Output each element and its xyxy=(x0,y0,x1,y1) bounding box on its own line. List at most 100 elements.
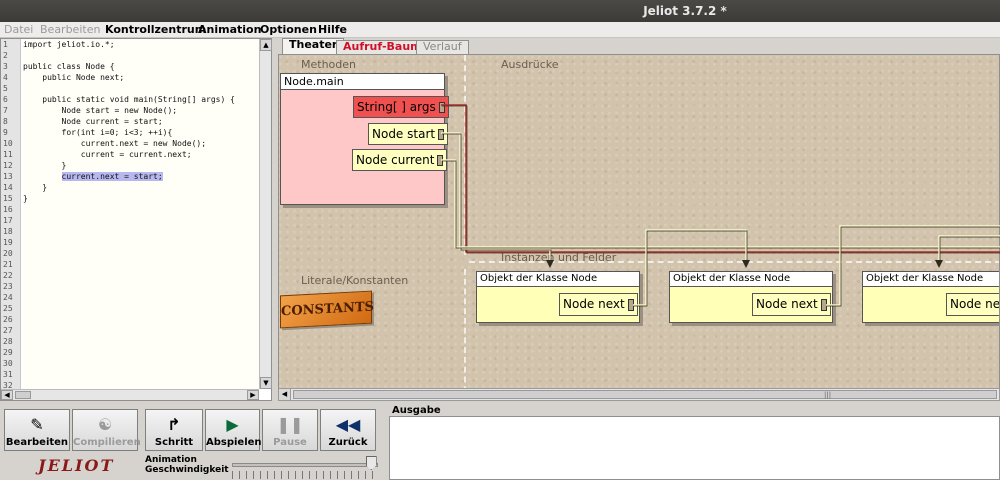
edit-icon: ✎ xyxy=(30,415,44,434)
menu-bearbeiten[interactable]: Bearbeiten xyxy=(40,23,101,36)
node-object-2: Objekt der Klasse Node Node next xyxy=(669,271,833,323)
line-number: 8 xyxy=(3,117,8,126)
tab-theater[interactable]: Theater xyxy=(282,38,345,54)
line-number: 24 xyxy=(3,293,13,302)
scroll-up-icon[interactable]: ▲ xyxy=(260,39,272,51)
speed-slider-knob[interactable] xyxy=(365,456,377,470)
tab-verlauf[interactable]: Verlauf xyxy=(416,40,469,54)
constants-box: CONSTANTS xyxy=(280,290,374,329)
code-line: for(int i=0; i<3; ++i){ xyxy=(23,128,173,137)
code-area[interactable]: import jeliot.io.*;public class Node { p… xyxy=(23,39,259,389)
step-button[interactable]: ↱ Schritt xyxy=(145,409,203,451)
line-number: 21 xyxy=(3,260,13,269)
line-number: 7 xyxy=(3,106,8,115)
speed-label: Animation Geschwindigkeit xyxy=(145,455,229,475)
speed-slider-track[interactable] xyxy=(232,463,378,467)
line-number: 11 xyxy=(3,150,13,159)
line-number: 14 xyxy=(3,183,13,192)
view-tabs: Theater Aufruf-Baum Verlauf xyxy=(278,38,1000,54)
variable-current: Node current xyxy=(352,149,448,171)
node-object-1: Objekt der Klasse Node Node next xyxy=(476,271,640,323)
control-panel: ✎ Bearbeiten ☯ Compilieren ↱ Schritt ▶ A… xyxy=(0,407,386,480)
reference-slot xyxy=(437,155,444,166)
line-number: 12 xyxy=(3,161,13,170)
section-literals: Literale/Konstanten xyxy=(301,274,409,287)
play-button[interactable]: ▶ Abspielen xyxy=(205,409,262,451)
line-number: 28 xyxy=(3,337,13,346)
line-number: 4 xyxy=(3,73,8,82)
object-field-next: Node next xyxy=(946,293,999,316)
code-line: public Node next; xyxy=(23,73,125,82)
line-number: 16 xyxy=(3,205,13,214)
theater-canvas: Methoden Ausdrücke Instanzen und Felder … xyxy=(278,54,1000,401)
line-number: 9 xyxy=(3,128,8,137)
code-line: } xyxy=(23,194,28,203)
theater-horizontal-scrollbar[interactable]: ◀ ||| xyxy=(278,388,1000,401)
object-title: Objekt der Klasse Node xyxy=(477,272,639,287)
divider-instances xyxy=(469,261,999,263)
variable-start: Node start xyxy=(368,123,449,145)
line-number: 23 xyxy=(3,282,13,291)
code-line: Node current = start; xyxy=(23,117,163,126)
line-number: 3 xyxy=(3,62,8,71)
line-number: 15 xyxy=(3,194,13,203)
code-line xyxy=(23,83,259,94)
output-area[interactable] xyxy=(389,416,1000,480)
reference-slot xyxy=(820,299,827,311)
menu-datei[interactable]: Datei xyxy=(4,23,34,36)
rewind-icon: ◀◀ xyxy=(335,415,361,434)
editor-splitter[interactable] xyxy=(272,38,278,401)
menu-optionen[interactable]: Optionen xyxy=(260,23,317,36)
variable-args: String[ ] args xyxy=(353,96,449,118)
line-number: 1 xyxy=(3,40,8,49)
object-field-next: Node next xyxy=(752,293,831,316)
code-line: public static void main(String[] args) { xyxy=(23,95,235,104)
tab-aufruf-baum[interactable]: Aufruf-Baum xyxy=(336,40,429,54)
menu-bar: Datei Bearbeiten Kontrollzentrum Animati… xyxy=(0,22,1000,38)
code-line: Node start = new Node(); xyxy=(23,106,178,115)
rewind-button[interactable]: ◀◀ Zurück xyxy=(320,409,376,451)
theater-hscroll-thumb[interactable] xyxy=(293,390,997,399)
line-number: 18 xyxy=(3,227,13,236)
current-line-highlight: current.next = start; xyxy=(61,172,163,181)
scroll-left-icon[interactable]: ◀ xyxy=(1,390,13,400)
scroll-down-icon[interactable]: ▼ xyxy=(260,377,272,389)
menu-kontrollzentrum[interactable]: Kontrollzentrum xyxy=(105,23,207,36)
compile-button[interactable]: ☯ Compilieren xyxy=(72,409,141,451)
editor-horizontal-scrollbar[interactable]: ◀ ▶ xyxy=(1,389,259,400)
line-number: 13 xyxy=(3,172,13,181)
title-bar: Jeliot 3.7.2 * xyxy=(0,0,1000,22)
line-number: 6 xyxy=(3,95,8,104)
reference-slot xyxy=(627,299,634,311)
menu-animation[interactable]: Animation xyxy=(198,23,262,36)
method-frame-title: Node.main xyxy=(281,74,444,90)
section-expressions: Ausdrücke xyxy=(501,58,559,71)
scroll-left-icon[interactable]: ◀ xyxy=(279,389,291,400)
code-line xyxy=(23,50,259,61)
compile-icon: ☯ xyxy=(97,415,113,434)
line-number: 17 xyxy=(3,216,13,225)
scroll-right-icon[interactable]: ▶ xyxy=(247,390,259,400)
divider-literals xyxy=(464,269,466,400)
line-number: 31 xyxy=(3,370,13,379)
pause-button[interactable]: ❚❚ Pause xyxy=(262,409,318,451)
line-number: 10 xyxy=(3,139,13,148)
edit-button[interactable]: ✎ Bearbeiten xyxy=(4,409,70,451)
code-line: } xyxy=(23,183,48,192)
line-number: 25 xyxy=(3,304,13,313)
line-number: 20 xyxy=(3,249,13,258)
editor-hscroll-thumb[interactable] xyxy=(15,391,31,399)
code-line: import jeliot.io.*; xyxy=(23,40,115,49)
play-icon: ▶ xyxy=(226,415,239,434)
object-title: Objekt der Klasse Node xyxy=(863,272,999,287)
divider-methods xyxy=(464,55,466,255)
editor-vertical-scrollbar[interactable]: ▲ ▼ xyxy=(259,39,272,389)
output-label: Ausgabe xyxy=(392,405,441,416)
window-title: Jeliot 3.7.2 * xyxy=(643,4,727,18)
line-number: 5 xyxy=(3,84,8,93)
code-line: current.next = start; xyxy=(23,171,259,182)
menu-hilfe[interactable]: Hilfe xyxy=(318,23,347,36)
speed-slider-ticks xyxy=(232,471,378,479)
